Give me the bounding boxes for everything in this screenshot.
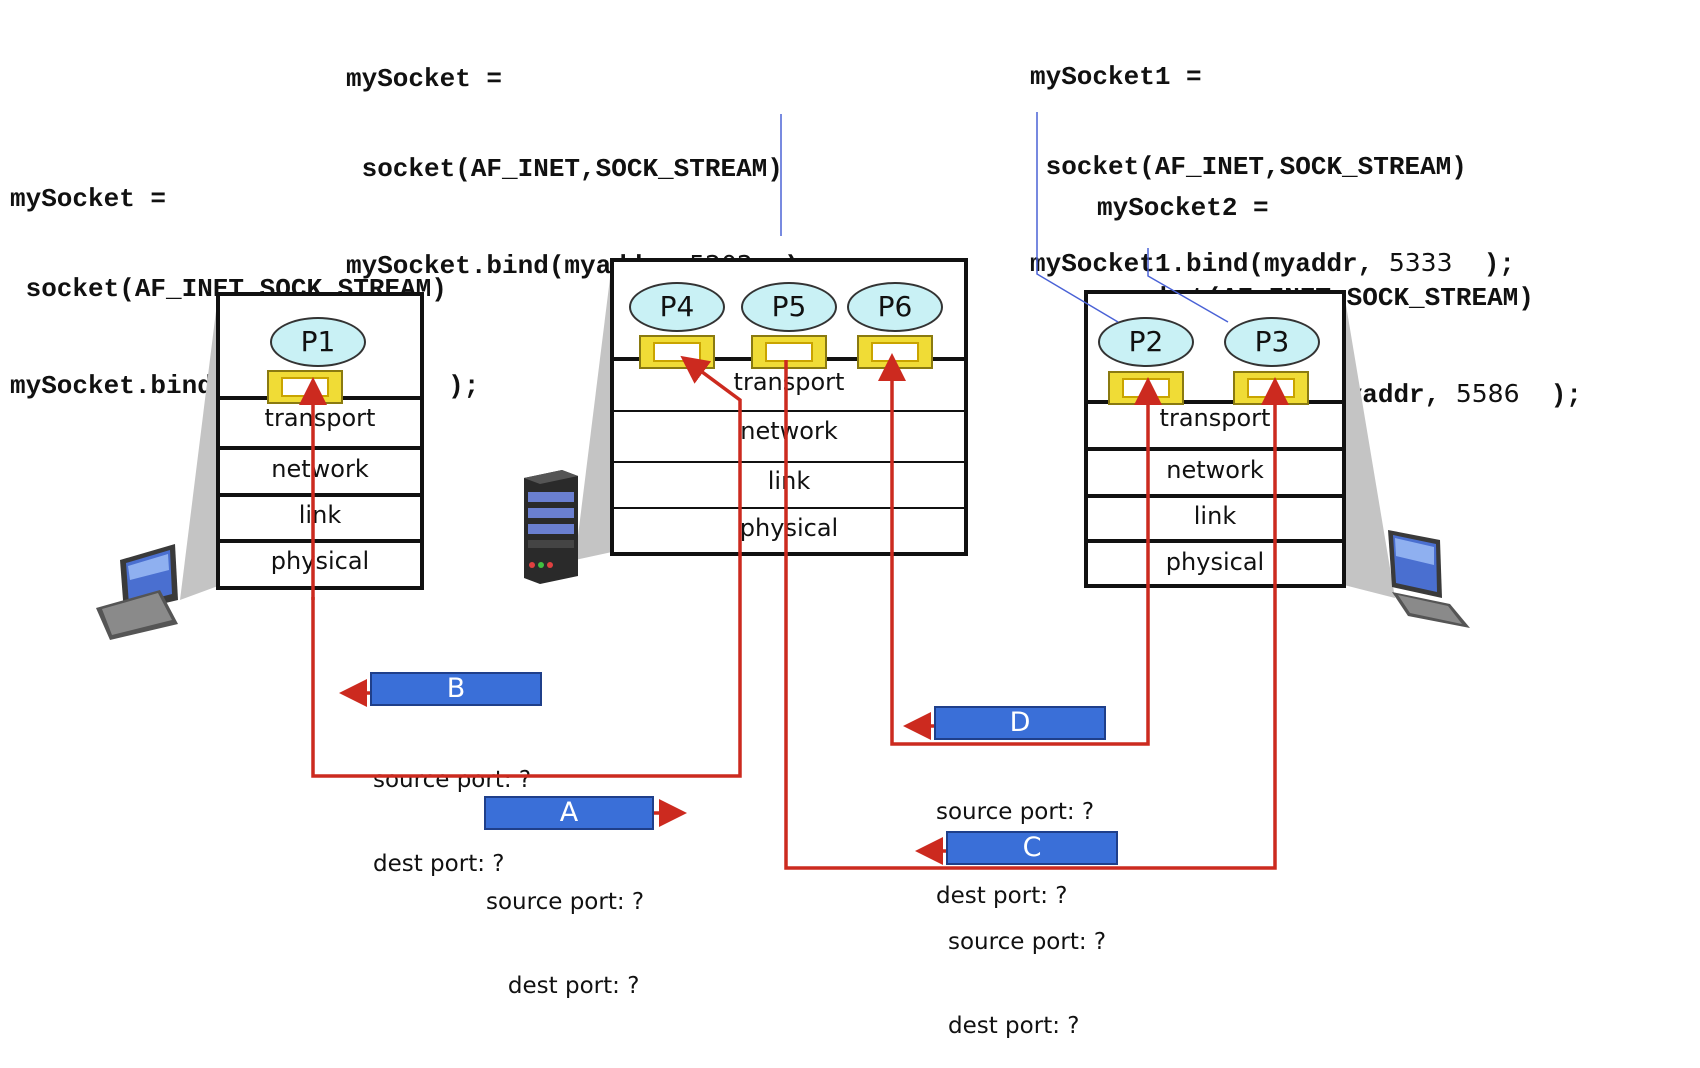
leader-line-socket1 <box>1036 112 1119 323</box>
segment-d: D <box>934 706 1106 740</box>
leader-line-socket2 <box>1147 248 1229 323</box>
transport-layer-label: transport <box>264 404 376 432</box>
code-line: socket(AF_INET,SOCK_STREAM) <box>346 154 783 184</box>
transport-layer-label: transport <box>733 368 845 396</box>
path-p6-p2 <box>878 353 1150 746</box>
process-p1: P1 <box>270 317 366 367</box>
process-p6: P6 <box>847 282 943 332</box>
socket-p5 <box>751 335 827 369</box>
link-layer-label: link <box>298 501 342 529</box>
segment-d-ports: source port: ? dest port: ? <box>936 742 1094 938</box>
path-p1-p4 <box>311 355 742 778</box>
divider <box>1088 539 1342 543</box>
code-line: mySocket = <box>346 64 503 94</box>
divider <box>614 507 964 509</box>
source-port-label: source port: ? <box>936 799 1095 825</box>
source-port-label: source port: ? <box>373 767 532 793</box>
divider <box>614 461 964 463</box>
dest-port-label: dest port: ? <box>948 1013 1080 1039</box>
transport-layer-label: transport <box>1159 404 1271 432</box>
segment-b-ports: source port: ? dest port: ? <box>373 710 531 906</box>
link-layer-label: link <box>767 467 811 495</box>
code-line: mySocket2 = <box>1097 193 1269 223</box>
right-client-socket1-code-block: mySocket1 = socket(AF_INET,SOCK_STREAM) … <box>1030 2 1515 309</box>
code-text: mySocket1.bind(myaddr, <box>1030 249 1389 279</box>
laptop-icon <box>1388 530 1470 628</box>
code-text: ); <box>1519 380 1582 410</box>
dest-port-label: dest port: ? <box>486 973 640 999</box>
divider <box>220 539 420 543</box>
divider <box>1088 400 1342 404</box>
code-line: socket(AF_INET,SOCK_STREAM) <box>1030 152 1467 182</box>
physical-layer-label: physical <box>739 514 839 542</box>
path-p5-p3 <box>784 360 1289 870</box>
dest-port-label: dest port: ? <box>373 851 505 877</box>
code-line: mySocket1.bind(myaddr, 5333 ); <box>1030 248 1515 279</box>
port-number: 5333 <box>1388 248 1453 277</box>
link-layer-label: link <box>1193 502 1237 530</box>
port-number: 5586 <box>1455 379 1520 408</box>
code-text: ); <box>416 371 480 401</box>
physical-layer-label: physical <box>270 547 370 575</box>
divider <box>220 446 420 450</box>
server-icon <box>524 470 578 584</box>
segment-b: B <box>370 672 542 706</box>
code-line: mySocket = <box>10 184 167 214</box>
right-host-perspective <box>1344 293 1395 598</box>
process-p2: P2 <box>1098 317 1194 367</box>
code-text: ); <box>1452 249 1515 279</box>
divider <box>1088 494 1342 498</box>
network-layer-label: network <box>271 455 369 483</box>
network-layer-label: network <box>1166 456 1264 484</box>
source-port-label: source port: ? <box>486 889 645 915</box>
physical-layer-label: physical <box>1165 548 1265 576</box>
segment-c: C <box>946 831 1118 865</box>
segment-a: A <box>484 796 654 830</box>
process-p3: P3 <box>1224 317 1320 367</box>
device-icons-layer <box>96 262 1470 640</box>
connection-paths-layer <box>299 112 1289 870</box>
code-line: mySocket1 = <box>1030 62 1202 92</box>
dest-port-label: dest port: ? <box>936 883 1068 909</box>
left-host-perspective <box>180 295 218 600</box>
process-p4: P4 <box>629 282 725 332</box>
laptop-icon <box>96 544 178 640</box>
network-layer-label: network <box>740 417 838 445</box>
divider <box>220 493 420 497</box>
divider <box>614 410 964 412</box>
divider <box>1088 447 1342 451</box>
server-perspective <box>575 262 612 560</box>
process-p5: P5 <box>741 282 837 332</box>
